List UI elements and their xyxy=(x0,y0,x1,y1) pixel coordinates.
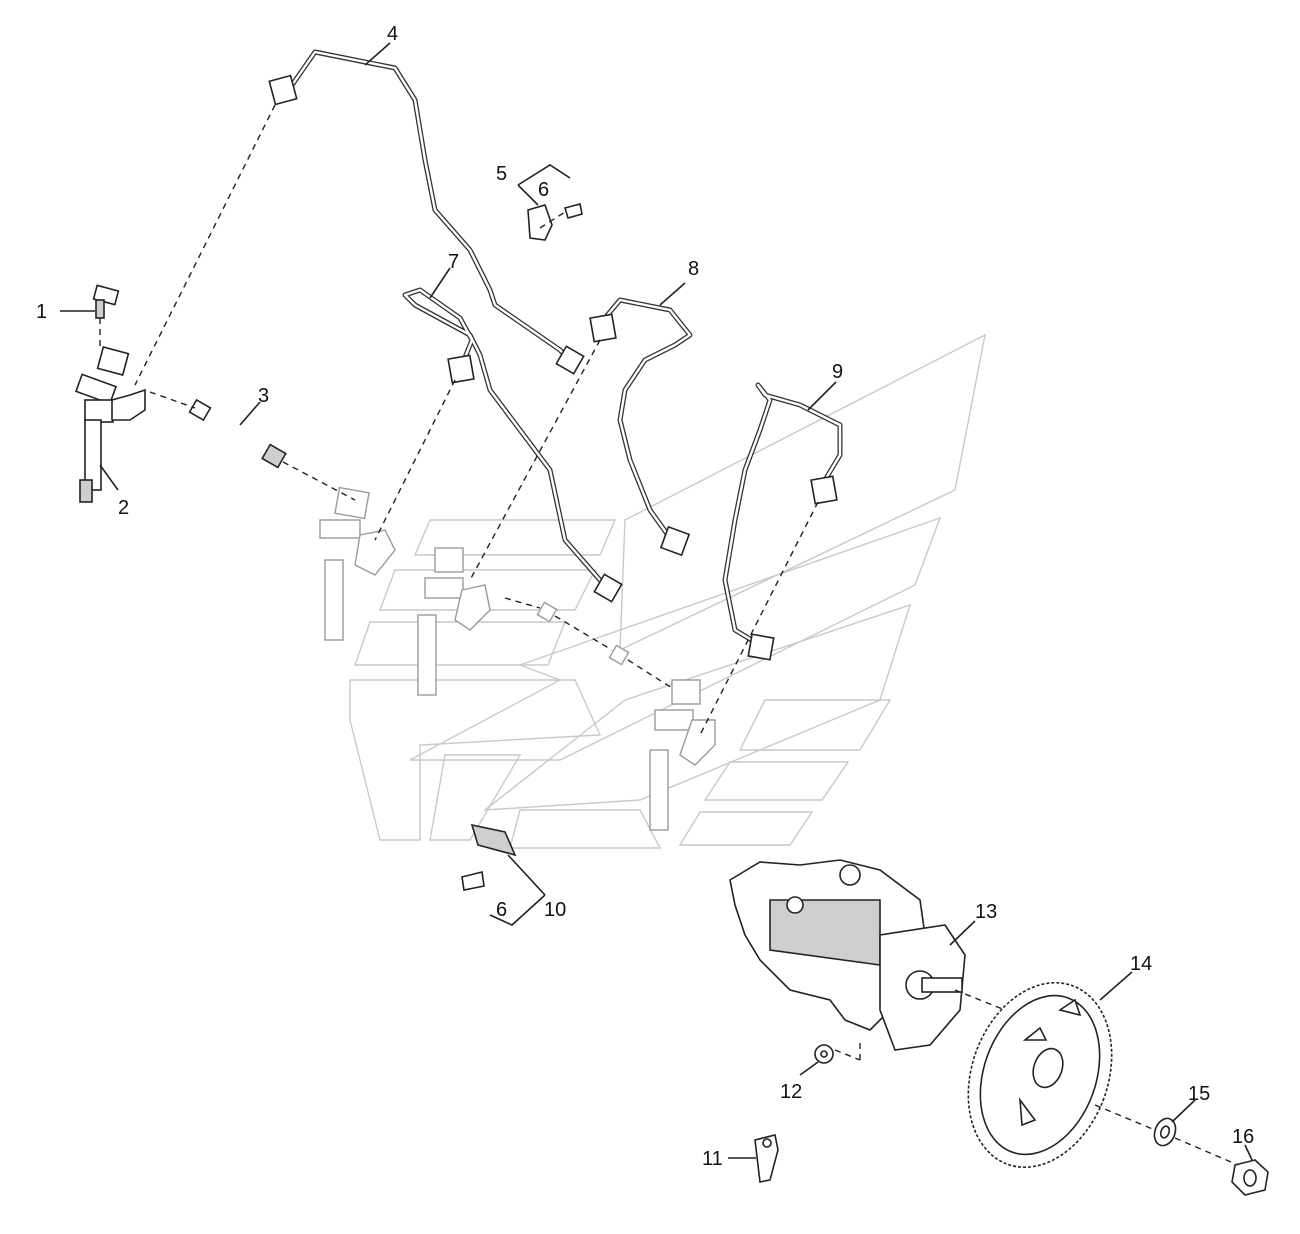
callout-3: 3 xyxy=(258,385,269,407)
fuel-pipe-9 xyxy=(722,382,843,661)
nut-12 xyxy=(814,1044,834,1064)
washer-15 xyxy=(1153,1117,1177,1147)
callout-13: 13 xyxy=(975,901,997,923)
callout-labels: 1 2 3 4 5 6 7 8 9 6 10 11 12 13 14 15 16 xyxy=(36,23,1254,1170)
callout-9: 9 xyxy=(832,361,843,383)
injector-assembly-2 xyxy=(74,284,146,503)
fuel-pipe-7 xyxy=(402,287,623,603)
callout-11: 11 xyxy=(702,1148,723,1170)
callout-10: 10 xyxy=(544,899,566,921)
callout-7: 7 xyxy=(448,251,459,273)
callout-6-top: 6 xyxy=(538,179,549,201)
leader-lines xyxy=(60,42,1253,1161)
callout-1: 1 xyxy=(36,301,47,323)
callout-15: 15 xyxy=(1188,1083,1210,1105)
bracket-11 xyxy=(754,1134,779,1183)
callout-5: 5 xyxy=(496,163,507,185)
callout-16: 16 xyxy=(1232,1126,1254,1148)
assembly-lines xyxy=(99,104,1239,1166)
ghost-injector-a xyxy=(319,486,396,641)
callout-4: 4 xyxy=(387,23,398,45)
fuel-pipe-8 xyxy=(589,297,693,557)
ghost-injector-c xyxy=(536,601,716,831)
clamp-10 xyxy=(461,823,517,891)
watermark-logo xyxy=(349,333,986,849)
pump-gear-14 xyxy=(967,981,1113,1169)
callout-8: 8 xyxy=(688,258,699,280)
clamp-5 xyxy=(527,203,583,241)
fuel-pipe-3 xyxy=(188,398,287,469)
callout-6-bottom: 6 xyxy=(496,899,507,921)
callout-14: 14 xyxy=(1130,953,1152,975)
ghost-injector-b xyxy=(417,547,491,696)
callout-2: 2 xyxy=(118,497,129,519)
nut-16 xyxy=(1231,1159,1269,1196)
callout-12: 12 xyxy=(780,1081,802,1103)
injection-pump-13 xyxy=(729,859,966,1051)
